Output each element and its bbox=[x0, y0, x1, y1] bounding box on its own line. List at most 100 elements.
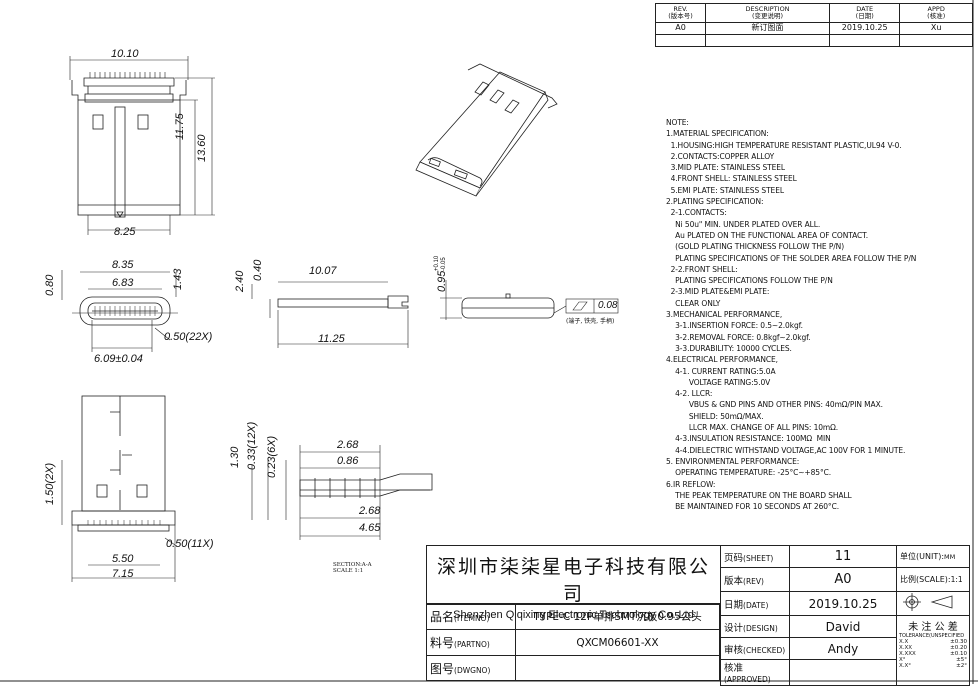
rev-h2-cn: (日期) bbox=[855, 12, 874, 20]
iso-view bbox=[415, 63, 558, 197]
scale-label: 比例(SCALE): bbox=[900, 575, 951, 584]
rev-header-desc: DESCRIPTION(变更说明) bbox=[705, 3, 831, 23]
dim-tol-minus: -0.05 bbox=[441, 257, 447, 271]
rev-appd-cell: Xu bbox=[899, 22, 973, 35]
sheet-label-en: (SHEET) bbox=[743, 553, 774, 563]
dim-flatness: 0.08 bbox=[598, 300, 618, 311]
front-view bbox=[61, 270, 178, 352]
design-label-cell: 设计(DESIGN) bbox=[720, 615, 790, 638]
rev-h0-cn: (版本号) bbox=[668, 12, 693, 20]
part-label-cell: 料号(PARTNO) bbox=[426, 629, 516, 656]
tolerance-key: X° bbox=[899, 657, 906, 663]
tolerance-key: X.XXX bbox=[899, 651, 916, 657]
dim-side-1125: 11.25 bbox=[318, 333, 345, 345]
note-line: 4-1. CURRENT RATING:5.0A bbox=[666, 366, 776, 376]
dim-bv-715: 7.15 bbox=[112, 568, 134, 580]
approved-label-cell: 核准(APPROVED) bbox=[720, 659, 790, 686]
checked-label: 审核 bbox=[724, 644, 744, 656]
date-label-cell: 日期(DATE) bbox=[720, 591, 790, 616]
section-view bbox=[251, 445, 433, 540]
tolerance-row: X.X° ±2° bbox=[899, 663, 967, 669]
tolerance-value: ±2° bbox=[956, 663, 967, 669]
rev-h3-en: APPD bbox=[927, 4, 945, 13]
tolerance-row: X.XX±0.20 bbox=[899, 645, 967, 651]
note-line: 4-4.DIELECTRIC WITHSTAND VOLTAGE,AC 100V… bbox=[666, 445, 906, 455]
note-line: 3-3.DURABILITY: 10000 CYCLES. bbox=[666, 343, 792, 353]
note-line: PLATING SPECIFICATIONS FOLLOW THE P/N bbox=[666, 276, 833, 286]
rev-label: 版本 bbox=[724, 575, 744, 587]
note-line: 5.EMI PLATE: STAINLESS STEEL bbox=[666, 185, 784, 195]
date-value: 2019.10.25 bbox=[789, 591, 897, 616]
flatness-note: (端子, 铁壳, 手柄) bbox=[566, 318, 615, 325]
tolerance-title: 未 注 公 差 bbox=[908, 622, 958, 633]
dim-bottom-width: 8.25 bbox=[114, 226, 136, 238]
item-label-cell: 品名(ITEMNO) bbox=[426, 603, 516, 630]
rev-label-en: (REV) bbox=[743, 576, 764, 586]
note-line: 4-2. LLCR: bbox=[666, 389, 713, 399]
note-line: CLEAR ONLY bbox=[666, 298, 721, 308]
dim-sec-130: 1.30 bbox=[229, 446, 241, 468]
rev-cell: A0 bbox=[654, 22, 707, 35]
note-line: 3.MECHANICAL PERFORMANCE, bbox=[666, 310, 783, 320]
note-line: 3-1.INSERTION FORCE: 0.5~2.0kgf. bbox=[666, 321, 803, 331]
dim-plate-thk: 0.95 bbox=[436, 270, 448, 292]
dwg-label: 图号 bbox=[430, 661, 455, 676]
dim-front-height: 1.43 bbox=[172, 268, 184, 290]
rev-empty bbox=[829, 34, 901, 47]
company-box: 深圳市柒柒星电子科技有限公司 Shenzhen Qiqixing Electro… bbox=[426, 545, 720, 621]
dim-front-left: 0.80 bbox=[44, 274, 56, 296]
note-line: (GOLD PLATING THICKNESS FOLLOW THE P/N) bbox=[666, 242, 845, 252]
dim-height-inner: 11.75 bbox=[174, 113, 186, 140]
title-left-table: 品名(ITEMNO) TYPE-C 12P单排SMT沉板0.95公头 料号(PA… bbox=[426, 603, 720, 681]
note-line: SHIELD: 50mΩ/MAX. bbox=[666, 411, 764, 421]
unit-value: MM bbox=[944, 553, 956, 561]
item-value: TYPE-C 12P单排SMT沉板0.95公头 bbox=[515, 603, 720, 630]
bottom-view bbox=[61, 395, 176, 582]
item-label-en: (ITEMNO) bbox=[454, 614, 490, 623]
dim-side-240: 2.40 bbox=[234, 270, 246, 292]
sheet-label: 页码 bbox=[724, 552, 744, 564]
design-value: David bbox=[789, 615, 897, 638]
unit-cell: 单位(UNIT):MM bbox=[896, 545, 970, 568]
dim-sec-268b: 2.68 bbox=[359, 505, 381, 517]
rev-h1-en: DESCRIPTION bbox=[745, 4, 790, 13]
scale-cell: 比例(SCALE):1:1 bbox=[896, 567, 970, 592]
rev-header-date: DATE(日期) bbox=[829, 3, 901, 23]
rev-empty bbox=[705, 34, 831, 47]
tolerance-value: ±0.30 bbox=[950, 639, 967, 645]
rev-value: A0 bbox=[789, 567, 897, 592]
dim-sec-023: 0.23(6X) bbox=[266, 435, 278, 478]
part-value: QXCM06601-XX bbox=[515, 629, 720, 656]
notes-block: NOTE:1.MATERIAL SPECIFICATION: 1.HOUSING… bbox=[666, 117, 971, 512]
dwg-label-en: (DWGNO) bbox=[454, 665, 491, 675]
rev-date-cell: 2019.10.25 bbox=[829, 22, 901, 35]
rev-h0-en: REV. bbox=[673, 4, 688, 13]
note-line: 3-2.REMOVAL FORCE: 0.8kgf~2.0kgf. bbox=[666, 332, 811, 342]
end-view bbox=[440, 280, 619, 320]
rev-h2-en: DATE bbox=[856, 4, 874, 13]
sheet-value: 11 bbox=[789, 545, 897, 568]
rev-empty bbox=[654, 34, 707, 47]
tolerance-key: X.X bbox=[899, 639, 909, 645]
note-line: 5. ENVIRONMENTAL PERFORMANCE: bbox=[666, 456, 800, 466]
note-line: 3.MID PLATE: STAINLESS STEEL bbox=[666, 163, 785, 173]
checked-label-cell: 审核(CHECKED) bbox=[720, 637, 790, 660]
dim-pitch-11: 0.50(11X) bbox=[166, 538, 214, 550]
dim-bv-150: 1.50(2X) bbox=[44, 462, 56, 505]
tolerance-subtitle: TOLERANCE(UNSPECIFIED bbox=[899, 633, 965, 639]
revision-row: A0 新订图面 2019.10.25 Xu bbox=[654, 22, 973, 35]
dim-front-inner: 6.83 bbox=[112, 277, 134, 289]
tolerance-key: X.X° bbox=[899, 663, 912, 669]
design-label: 设计 bbox=[724, 622, 744, 634]
approved-value bbox=[789, 659, 897, 686]
note-line: NOTE: bbox=[666, 118, 689, 127]
dim-tol-plus: +0.10 bbox=[434, 255, 440, 271]
design-label-en: (DESIGN) bbox=[743, 623, 778, 633]
note-line: PLATING SPECIFICATIONS OF THE SOLDER ARE… bbox=[666, 253, 917, 263]
checked-label-en: (CHECKED) bbox=[743, 645, 786, 655]
title-right-table: 页码(SHEET) 11 单位(UNIT):MM 版本(REV) A0 比例(S… bbox=[720, 545, 970, 686]
dim-pitch-22: 0.50(22X) bbox=[164, 331, 213, 343]
tolerance-value: ±5° bbox=[956, 657, 967, 663]
tolerance-row: X.XXX±0.10 bbox=[899, 651, 967, 657]
